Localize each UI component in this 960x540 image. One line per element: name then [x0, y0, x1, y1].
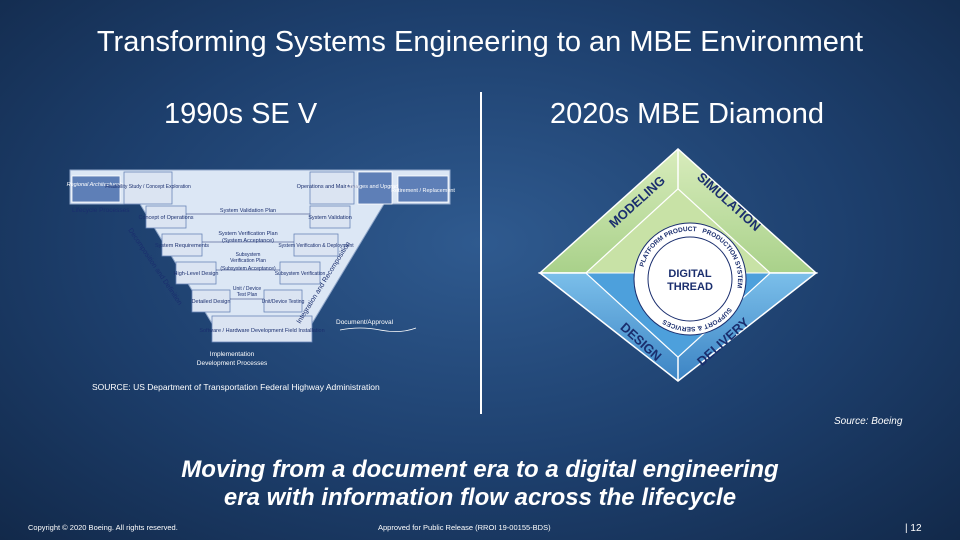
implementation-label1: Implementation: [210, 351, 255, 358]
verification-plan-label: System Verification Plan: [218, 231, 277, 237]
copyright: Copyright © 2020 Boeing. All rights rese…: [28, 523, 178, 532]
mbe-diamond: MODELING SIMULATION DESIGN DELIVERY PLAT…: [537, 147, 819, 382]
box-conops: [145, 205, 187, 229]
page-number: | 12: [905, 523, 922, 534]
box-detailed: [191, 289, 231, 313]
mbe-diamond-heading: 2020s MBE Diamond: [550, 98, 825, 130]
regional-label: Regional Architecture(s): [67, 182, 126, 188]
column-divider: [480, 92, 482, 414]
slide-title: Transforming Systems Engineering to an M…: [96, 26, 864, 58]
tagline-line1: Moving from a document era to a digital …: [181, 456, 779, 483]
se-v-heading: 1990s SE V: [164, 98, 318, 130]
unit-plan-label1: Unit / Device: [233, 286, 262, 292]
document-approval-swoosh: [339, 327, 417, 332]
box-subsystem: [279, 261, 321, 285]
validation-plan-label: System Validation Plan: [220, 208, 276, 214]
box-changes: [357, 171, 393, 205]
document-approval-label: Document/Approval: [336, 319, 394, 326]
box-verification: [293, 233, 339, 257]
subsystem-plan-label1: Subsystem: [236, 252, 261, 258]
source-right: Source: Boeing: [834, 416, 903, 427]
sysreq-label: System Requirements: [155, 243, 209, 249]
box-feasibility: [123, 171, 173, 205]
unit-label: Unit/Device Testing: [262, 299, 305, 305]
se-v-diagram: Regional Architecture(s) Feasibility Stu…: [67, 169, 455, 367]
release-note: Approved for Public Release (RROI 19-001…: [378, 523, 551, 532]
digital-label: DIGITAL: [668, 268, 711, 280]
verification-label: System Verification & Deployment: [278, 243, 354, 249]
operations-label: Operations and Maintenance: [297, 184, 368, 190]
highlevel-label: High-Level Design: [174, 271, 219, 277]
unit-plan-label2: Test Plan: [237, 292, 258, 298]
subsystem-label: Subsystem Verification: [275, 271, 326, 277]
box-bottom: [211, 315, 313, 343]
retirement-label: Retirement / Replacement: [391, 188, 455, 194]
tagline: Moving from a document era to a digital …: [0, 456, 960, 512]
box-highlevel: [175, 261, 217, 285]
validation-label: System Validation: [308, 215, 352, 221]
box-validation: [309, 205, 351, 229]
box-sysreq: [161, 233, 203, 257]
lifecycle-label: Lifecycle Processes: [72, 207, 130, 214]
feasibility-label: Feasibility Study / Concept Exploration: [105, 184, 191, 190]
box-unit: [263, 289, 303, 313]
acceptance-label: (System Acceptance): [222, 238, 274, 244]
subsystem-acceptance-label: (Subsystem Acceptance): [220, 266, 276, 272]
subsystem-plan-label2: Verification Plan: [230, 258, 266, 264]
source-left: SOURCE: US Department of Transportation …: [92, 382, 380, 392]
thread-label: THREAD: [667, 281, 713, 293]
bottom-box-label: Software / Hardware Development Field In…: [199, 328, 324, 334]
conops-label: Concept of Operations: [138, 215, 193, 221]
digital-thread-core: [647, 236, 733, 322]
changes-label: Changes and Upgrades: [346, 184, 404, 190]
tagline-line2: era with information flow across the lif…: [223, 484, 737, 511]
detailed-label: Detailed Design: [192, 299, 231, 305]
box-retirement: [397, 175, 449, 203]
box-operations: [309, 171, 355, 205]
implementation-label2: Development Processes: [197, 360, 268, 367]
box-regional: [71, 175, 121, 203]
